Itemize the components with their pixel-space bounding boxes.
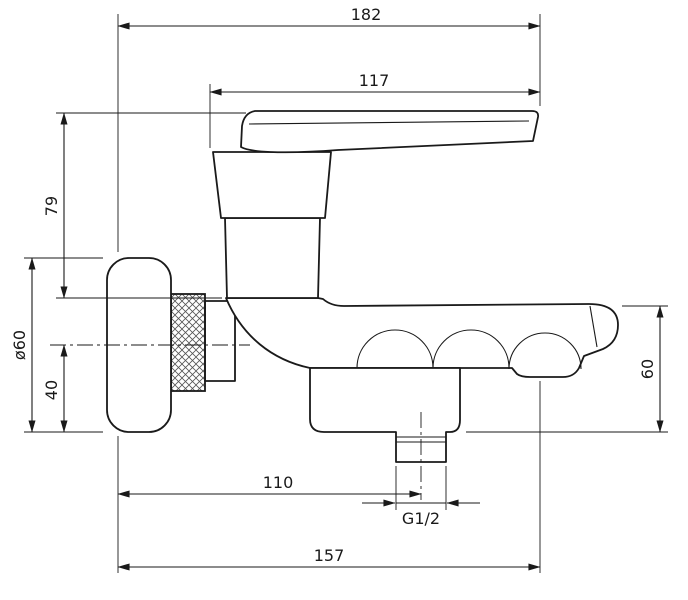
spout-tip-seam xyxy=(589,305,598,348)
dim-lever-length: 117 xyxy=(209,71,541,148)
dim-outlet-thread: G1/2 xyxy=(362,466,480,528)
body-arch-2 xyxy=(432,329,510,369)
dim-flange-diameter: ø60 xyxy=(10,257,103,433)
body-arch-1 xyxy=(356,329,434,369)
dim-label-60: 60 xyxy=(638,359,657,379)
dim-79-extension-lines xyxy=(56,112,246,299)
handle-base xyxy=(212,151,332,219)
dim-height-above-axis: 79 xyxy=(42,112,246,299)
centerlines xyxy=(50,344,422,500)
dim-label-182: 182 xyxy=(351,5,382,24)
spout-body xyxy=(225,297,619,378)
lever-edge-line xyxy=(248,120,530,125)
lever-handle xyxy=(240,110,540,154)
dim-label-40: 40 xyxy=(42,380,61,400)
dim-label-110: 110 xyxy=(263,473,294,492)
dim-wall-to-spout-tip: 157 xyxy=(117,381,541,573)
threaded-nipple xyxy=(170,293,206,392)
faucet-details xyxy=(248,120,598,443)
dim-label-79: 79 xyxy=(42,196,61,216)
dim-label-117: 117 xyxy=(359,71,390,90)
cartridge-neck xyxy=(224,217,321,299)
diverter-housing xyxy=(309,367,461,463)
wall-pipe-stub xyxy=(204,300,236,382)
body-arch-3 xyxy=(508,332,582,370)
dim-label-157: 157 xyxy=(314,546,345,565)
dim-label-d60: ø60 xyxy=(10,330,29,360)
dim-body-height: 60 xyxy=(466,305,668,433)
dim-label-g12: G1/2 xyxy=(402,509,440,528)
dim-wall-to-outlet: 110 xyxy=(117,436,422,573)
faucet-outline xyxy=(106,110,619,463)
dim-axis-to-bottom: 40 xyxy=(42,344,68,433)
